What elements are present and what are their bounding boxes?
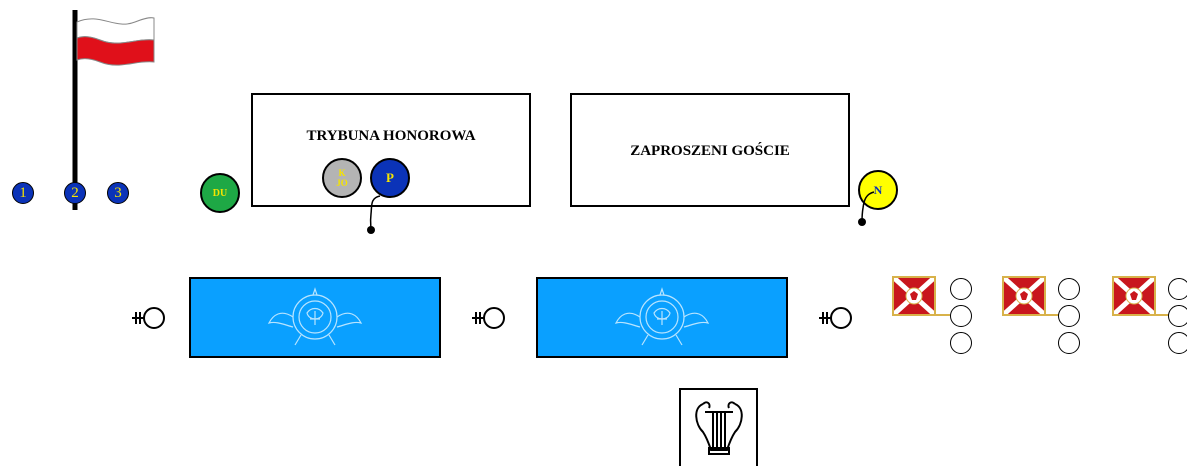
eagle-emblem-icon (267, 287, 363, 346)
position-marker-2: 2 (64, 182, 86, 204)
military-standard-icon (1001, 275, 1060, 317)
eagle-emblem-icon (614, 287, 710, 346)
escort-circle (1168, 278, 1187, 300)
invited-guests-title: ZAPROSZENI GOŚCIE (630, 143, 790, 159)
p-pointer-line (367, 195, 381, 234)
escort-circle (1058, 278, 1080, 300)
orchestra-box (679, 388, 758, 466)
escort-circle (950, 332, 972, 354)
kjo-marker: K JO (322, 158, 362, 198)
p-label: P (386, 170, 394, 185)
escort-circle (1168, 332, 1187, 354)
unit-banner-1 (189, 277, 441, 358)
position-marker-1: 1 (12, 182, 34, 204)
honor-tribune-title: TRYBUNA HONOROWA (306, 128, 476, 144)
soldier-symbol-3 (819, 307, 852, 329)
escort-circle (950, 305, 972, 327)
military-standard-icon (891, 275, 950, 317)
lyre-icon (695, 401, 743, 455)
soldier-symbol-1 (132, 307, 165, 329)
soldier-symbol-2 (472, 307, 505, 329)
military-standard-icon (1111, 275, 1170, 317)
unit-banner-2 (536, 277, 788, 358)
n-label: N (873, 182, 883, 197)
du-marker: DU (200, 173, 240, 213)
position-marker-3: 3 (107, 182, 129, 204)
escort-circle (1058, 305, 1080, 327)
kjo-label-line2: JO (336, 178, 348, 188)
escort-circle (1168, 305, 1187, 327)
standard-group-2 (1000, 275, 1085, 356)
flagpole-group (60, 8, 160, 213)
p-marker: P (370, 158, 410, 198)
n-marker: N (858, 170, 898, 210)
escort-circle (950, 278, 972, 300)
escort-circle (1058, 332, 1080, 354)
standard-group-1 (890, 275, 975, 356)
standard-group-3 (1110, 275, 1187, 356)
polish-flag-icon (72, 10, 155, 210)
invited-guests-box: ZAPROSZENI GOŚCIE (570, 93, 850, 207)
du-label: DU (212, 187, 228, 199)
kjo-label-line1: K (338, 168, 346, 178)
n-pointer-line (858, 191, 875, 226)
